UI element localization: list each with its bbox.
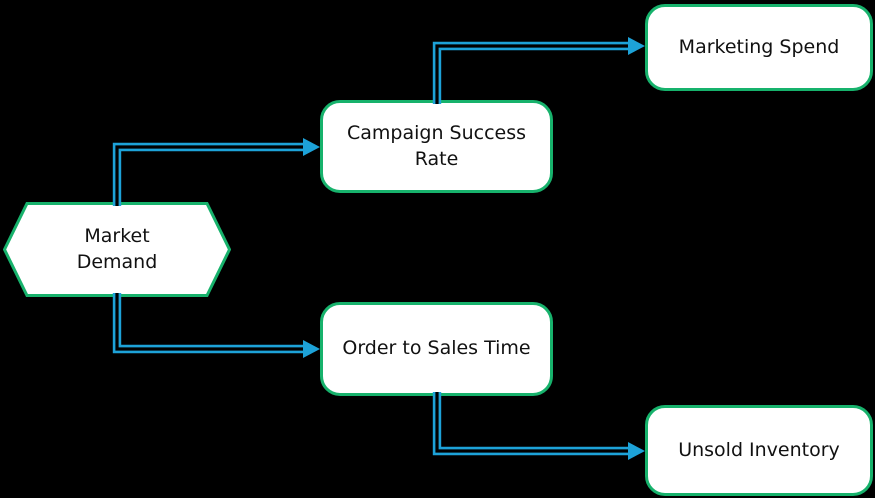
edge-line	[432, 41, 629, 104]
edge-line-gap	[115, 145, 304, 206]
edge-market-demand-to-order-to-sales-time	[112, 293, 320, 358]
edge-order-to-sales-time-to-unsold-inventory	[432, 392, 645, 460]
arrowhead-icon	[628, 442, 645, 460]
arrowhead-icon	[303, 138, 320, 156]
edge-line	[112, 293, 304, 354]
edge-line-gap	[435, 44, 629, 104]
node-market-demand[interactable]: Market Demand	[3, 202, 231, 297]
arrowhead-icon	[628, 37, 645, 55]
node-marketing-spend[interactable]: Marketing Spend	[645, 4, 873, 91]
node-campaign-success-rate[interactable]: Campaign Success Rate	[320, 100, 553, 193]
node-order-to-sales-time[interactable]: Order to Sales Time	[320, 302, 553, 396]
node-unsold-inventory[interactable]: Unsold Inventory	[645, 405, 873, 496]
edge-line-gap	[435, 392, 629, 453]
edge-line-gap	[115, 293, 304, 351]
edge-line	[112, 142, 304, 206]
arrowhead-icon	[303, 340, 320, 358]
node-label-unsold-inventory: Unsold Inventory	[678, 438, 840, 461]
node-label-marketing-spend: Marketing Spend	[678, 35, 840, 58]
edge-line	[432, 392, 629, 456]
edge-campaign-success-rate-to-marketing-spend	[432, 37, 645, 104]
hexagon-shape	[3, 202, 231, 297]
edge-market-demand-to-campaign-success-rate	[112, 138, 320, 206]
node-label-market-demand: Market Demand	[76, 225, 158, 273]
node-label-order-to-sales-time: Order to Sales Time	[342, 337, 531, 360]
node-label-campaign-success-rate: Campaign Success Rate	[346, 122, 527, 170]
